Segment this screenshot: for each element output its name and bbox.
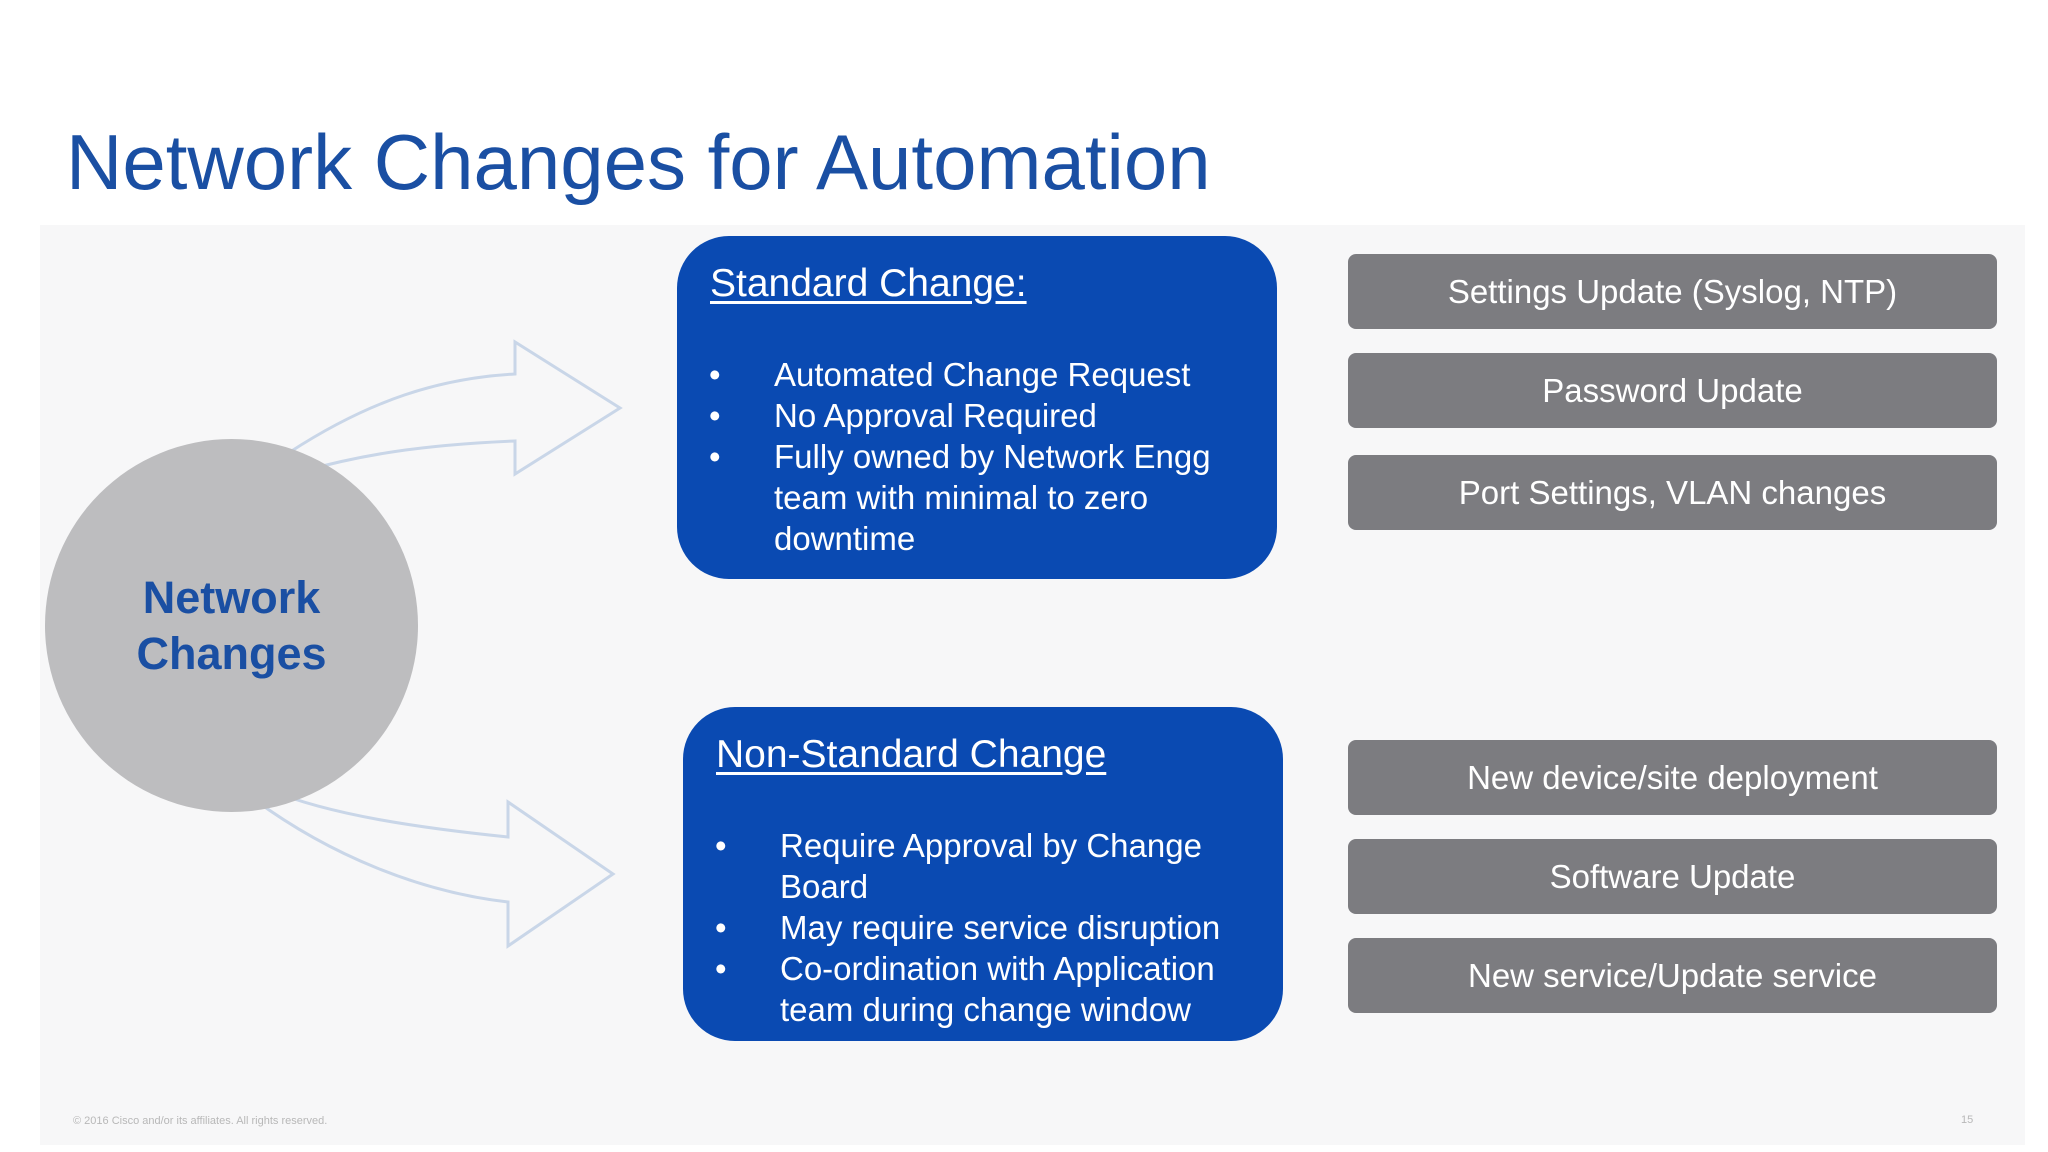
bullet-item: • Fully owned by Network Engg team with … [709,436,1254,559]
copyright-notice: © 2016 Cisco and/or its affiliates. All … [73,1115,328,1127]
network-changes-line1: Network [142,571,321,623]
non-standard-change-bullets: • Require Approval by Change Board • May… [715,825,1260,1030]
bullet-text: Require Approval by Change Board [780,827,1202,905]
slide-title: Network Changes for Automation [66,118,1211,206]
standard-example-pill: Password Update [1348,353,1997,428]
bullet-text: No Approval Required [774,397,1097,434]
standard-change-box: Standard Change: • Automated Change Requ… [677,236,1277,579]
bullet-text: Fully owned by Network Engg team with mi… [774,438,1211,557]
non-standard-change-box: Non-Standard Change • Require Approval b… [683,707,1283,1041]
bullet-item: • May require service disruption [715,907,1260,948]
bullet-dot: • [709,397,721,434]
bullet-item: • No Approval Required [709,395,1254,436]
bullet-item: • Co-ordination with Application team du… [715,948,1260,1030]
bullet-dot: • [715,909,727,946]
standard-change-bullets: • Automated Change Request • No Approval… [709,354,1254,559]
bullet-dot: • [715,950,727,987]
network-changes-line2: Changes [136,627,327,679]
bullet-dot: • [709,438,721,475]
bullet-dot: • [715,827,727,864]
standard-change-heading: Standard Change: [710,262,1027,305]
non-standard-example-pill: New device/site deployment [1348,740,1997,815]
non-standard-example-pill: Software Update [1348,839,1997,914]
non-standard-change-heading: Non-Standard Change [716,733,1107,776]
page-number: 15 [1961,1114,1974,1126]
network-changes-node: Network Changes [45,439,418,812]
standard-example-pill: Port Settings, VLAN changes [1348,455,1997,530]
non-standard-example-pill: New service/Update service [1348,938,1997,1013]
bullet-text: Automated Change Request [774,356,1191,393]
bullet-text: Co-ordination with Application team duri… [780,950,1215,1028]
network-changes-label: Network Changes [102,570,362,682]
bullet-text: May require service disruption [780,909,1221,946]
bullet-item: • Automated Change Request [709,354,1254,395]
standard-example-pill: Settings Update (Syslog, NTP) [1348,254,1997,329]
lower-arrow [252,788,616,949]
bullet-item: • Require Approval by Change Board [715,825,1260,907]
bullet-dot: • [709,356,721,393]
upper-arrow [288,339,623,477]
